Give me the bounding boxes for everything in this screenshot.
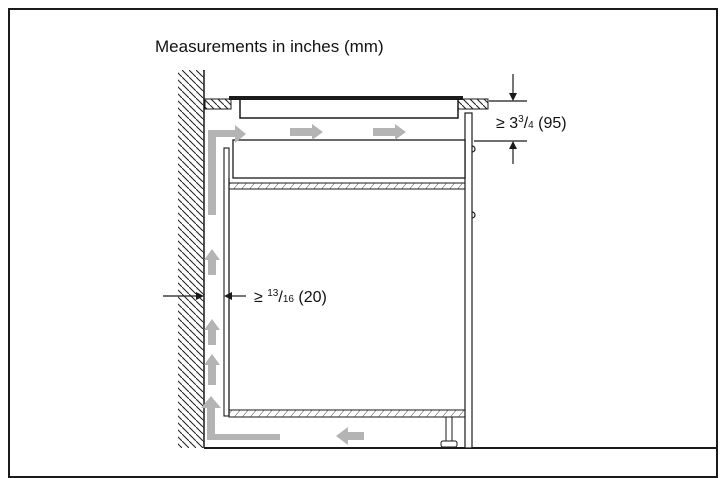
wall-gap-arrow-left (224, 292, 232, 300)
countertop-left (204, 98, 232, 110)
cooktop-glass (229, 96, 463, 100)
drawer-handle-upper (471, 145, 476, 153)
top-dim-arrow-down (509, 93, 517, 101)
airflow-arrow-up-1 (204, 354, 220, 385)
middle-shelf (228, 182, 466, 190)
countertop-right (457, 98, 489, 110)
airflow-arrow-up-2 (204, 319, 220, 345)
top-clearance-label: ≥ 33/4 (95) (496, 114, 567, 132)
airflow-arrow-up-3 (204, 249, 220, 275)
cabinet-leg (445, 416, 453, 442)
wall-gap-arrow-right (196, 292, 204, 300)
airflow-arrow-top-1 (290, 124, 323, 140)
airflow-arrows (201, 124, 406, 445)
airflow-arrow-floor (336, 427, 364, 445)
airflow-arrow-bottom-corner (201, 396, 280, 440)
drawer-handle-lower (471, 211, 476, 219)
wall-hatching (178, 70, 204, 448)
leg-foot (440, 440, 458, 448)
bottom-shelf (228, 409, 466, 418)
upper-drawer (232, 139, 466, 179)
wall-gap-label: ≥ 13/16 (20) (254, 288, 327, 306)
diagram-title: Measurements in inches (mm) (155, 37, 384, 56)
airflow-arrow-top-2 (373, 124, 406, 140)
cabinet-front-panel (464, 112, 473, 449)
airflow-arrow-top-corner (208, 125, 246, 215)
cabinet-rear-panel (223, 147, 230, 417)
top-clearance-dimension (474, 74, 527, 164)
cooktop-body (239, 100, 459, 119)
top-dim-arrow-up (509, 141, 517, 149)
